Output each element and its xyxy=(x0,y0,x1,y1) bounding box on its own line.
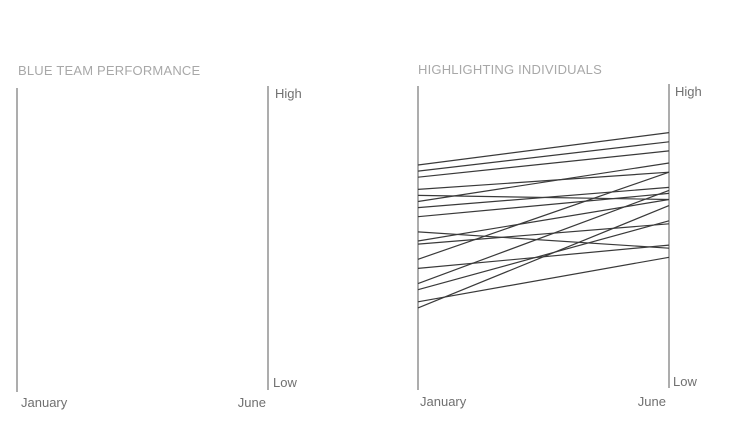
individual-series-line-4 xyxy=(417,171,670,190)
series-group xyxy=(417,132,670,309)
y-tick-label-low: Low xyxy=(273,375,297,390)
individual-series-line-3 xyxy=(417,150,670,178)
individual-series-line-2 xyxy=(417,141,670,172)
x-tick-label-january: January xyxy=(420,394,467,409)
individual-series-line-14 xyxy=(417,189,670,285)
individual-series-line-17 xyxy=(417,205,670,309)
individual-series-line-12 xyxy=(417,171,670,260)
individual-series-line-1 xyxy=(417,132,670,166)
individual-series-line-6 xyxy=(417,162,670,203)
individual-series-line-10 xyxy=(417,198,670,242)
individual-series-line-11 xyxy=(417,223,670,245)
y-tick-label-high: High xyxy=(675,84,702,99)
y-tick-label-low: Low xyxy=(673,374,697,389)
x-tick-label-june: June xyxy=(638,394,666,409)
individual-series-line-8 xyxy=(417,192,670,218)
y-tick-label-high: High xyxy=(275,86,302,101)
panel-title-highlighting-individuals: HIGHLIGHTING INDIVIDUALS xyxy=(418,62,602,77)
highlighting-individuals-panel: HIGHLIGHTING INDIVIDUALS January June Hi… xyxy=(417,62,702,409)
individual-series-line-15 xyxy=(417,220,670,291)
x-tick-label-january: January xyxy=(21,395,68,410)
x-tick-label-june: June xyxy=(238,395,266,410)
individual-series-line-7 xyxy=(417,186,670,209)
individual-series-line-16 xyxy=(417,256,670,303)
blue-team-performance-panel: BLUE TEAM PERFORMANCE January June High … xyxy=(16,63,302,410)
panel-title-blue-team: BLUE TEAM PERFORMANCE xyxy=(18,63,201,78)
